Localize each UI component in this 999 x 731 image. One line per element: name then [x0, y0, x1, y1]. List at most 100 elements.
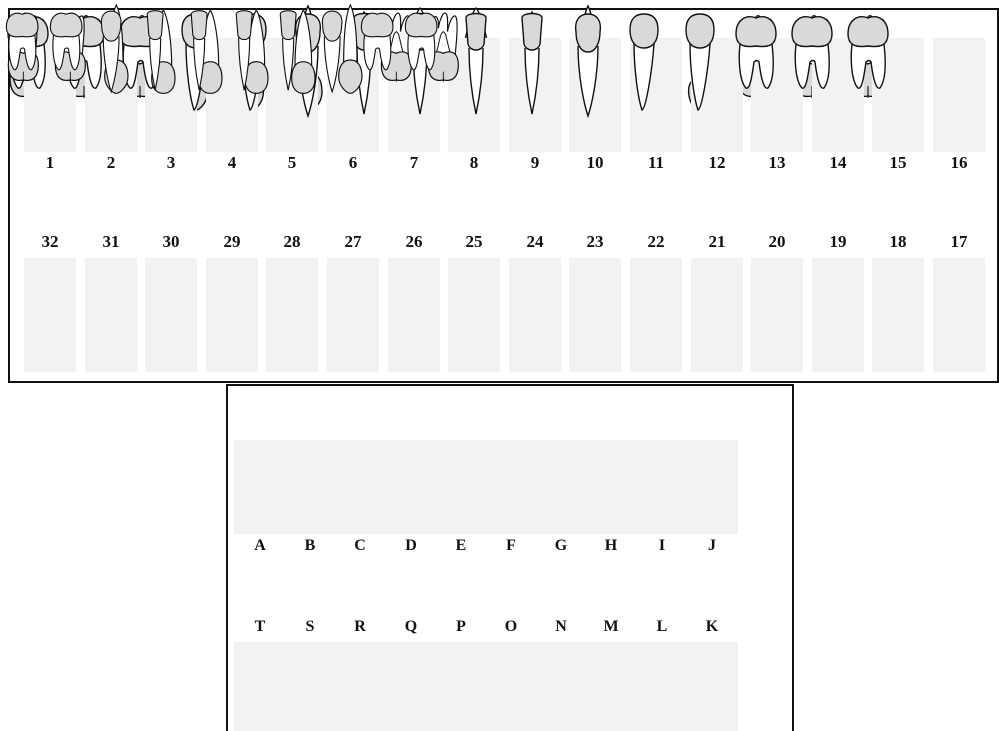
- upper-tooth-number-label: 12: [689, 153, 745, 173]
- primary-upper-tooth-tile: [686, 440, 738, 534]
- lower-tooth-number-label: 24: [507, 232, 563, 252]
- lower-tooth-tile: [872, 258, 924, 372]
- primary-upper-tooth-number-label: J: [684, 537, 740, 555]
- lower-tooth-number-label: 21: [689, 232, 745, 252]
- primary-upper-tooth-tile: [636, 440, 688, 534]
- lower-tooth-tile: [691, 258, 743, 372]
- primary-upper-tooth-tile: [435, 440, 487, 534]
- primary-lower-tooth-number-label: M: [583, 618, 639, 636]
- primary-upper-tooth-number-label: E: [433, 537, 489, 555]
- primary-lower-tooth-tile: [585, 642, 637, 731]
- primary-lower-tooth-s-illustration: [44, 0, 88, 95]
- lower-tooth-number-label: 20: [749, 232, 805, 252]
- lower-tooth-number-label: 29: [204, 232, 260, 252]
- lower-tooth-tile: [266, 258, 318, 372]
- primary-upper-tooth-number-label: H: [583, 537, 639, 555]
- primary-lower-tooth-tile: [334, 642, 386, 731]
- upper-tooth-number-label: 5: [264, 153, 320, 173]
- primary-upper-tooth-number-label: F: [483, 537, 539, 555]
- lower-tooth-tile: [630, 258, 682, 372]
- primary-lower-tooth-tile: [485, 642, 537, 731]
- primary-lower-tooth-number-label: T: [232, 618, 288, 636]
- primary-lower-tooth-tile: [636, 642, 688, 731]
- lower-tooth-number-label: 19: [810, 232, 866, 252]
- lower-tooth-18-illustration: [784, 0, 840, 120]
- upper-tooth-number-label: 13: [749, 153, 805, 173]
- primary-lower-tooth-number-label: N: [533, 618, 589, 636]
- primary-upper-tooth-tile: [284, 440, 336, 534]
- lower-tooth-tile: [85, 258, 137, 372]
- primary-lower-tooth-q-illustration: [133, 0, 177, 95]
- upper-tooth-number-label: 9: [507, 153, 563, 173]
- upper-tooth-number-label: 4: [204, 153, 260, 173]
- primary-lower-tooth-tile: [535, 642, 587, 731]
- primary-upper-tooth-number-label: B: [282, 537, 338, 555]
- upper-tooth-number-label: 2: [83, 153, 139, 173]
- lower-tooth-number-label: 17: [931, 232, 987, 252]
- primary-upper-tooth-tile: [385, 440, 437, 534]
- primary-lower-tooth-number-label: K: [684, 618, 740, 636]
- upper-tooth-number-label: 7: [386, 153, 442, 173]
- upper-tooth-number-label: 3: [143, 153, 199, 173]
- lower-tooth-tile: [448, 258, 500, 372]
- primary-upper-tooth-tile: [585, 440, 637, 534]
- primary-lower-tooth-number-label: R: [332, 618, 388, 636]
- lower-tooth-tile: [569, 258, 621, 372]
- primary-lower-tooth-r-illustration: [89, 0, 133, 95]
- primary-lower-tooth-m-illustration: [310, 0, 354, 95]
- primary-lower-tooth-number-label: Q: [383, 618, 439, 636]
- lower-tooth-number-label: 27: [325, 232, 381, 252]
- lower-tooth-22-illustration: [560, 0, 616, 120]
- lower-tooth-tile: [812, 258, 864, 372]
- primary-lower-tooth-p-illustration: [177, 0, 221, 95]
- lower-tooth-tile: [751, 258, 803, 372]
- upper-tooth-number-label: 6: [325, 153, 381, 173]
- primary-upper-tooth-number-label: C: [332, 537, 388, 555]
- lower-tooth-17-illustration: [840, 0, 896, 120]
- upper-tooth-number-label: 10: [567, 153, 623, 173]
- primary-upper-tooth-number-label: G: [533, 537, 589, 555]
- primary-lower-tooth-number-label: O: [483, 618, 539, 636]
- primary-lower-tooth-o-illustration: [222, 0, 266, 95]
- primary-upper-tooth-number-label: I: [634, 537, 690, 555]
- lower-tooth-19-illustration: [728, 0, 784, 120]
- primary-upper-tooth-tile: [234, 440, 286, 534]
- primary-lower-tooth-tile: [234, 642, 286, 731]
- primary-lower-tooth-number-label: S: [282, 618, 338, 636]
- lower-tooth-number-label: 30: [143, 232, 199, 252]
- lower-tooth-number-label: 26: [386, 232, 442, 252]
- upper-tooth-number-label: 8: [446, 153, 502, 173]
- primary-lower-tooth-tile: [385, 642, 437, 731]
- upper-tooth-number-label: 14: [810, 153, 866, 173]
- primary-lower-tooth-number-label: L: [634, 618, 690, 636]
- upper-tooth-number-label: 11: [628, 153, 684, 173]
- lower-tooth-tile: [933, 258, 985, 372]
- lower-tooth-number-label: 22: [628, 232, 684, 252]
- primary-lower-tooth-k-illustration: [399, 0, 443, 95]
- lower-tooth-20-illustration: [672, 0, 728, 120]
- primary-lower-tooth-l-illustration: [355, 0, 399, 95]
- lower-tooth-number-label: 25: [446, 232, 502, 252]
- primary-upper-tooth-tile: [485, 440, 537, 534]
- primary-lower-tooth-tile: [284, 642, 336, 731]
- lower-tooth-number-label: 32: [22, 232, 78, 252]
- lower-tooth-21-illustration: [616, 0, 672, 120]
- lower-tooth-tile: [145, 258, 197, 372]
- lower-tooth-number-label: 18: [870, 232, 926, 252]
- primary-upper-tooth-number-label: A: [232, 537, 288, 555]
- primary-upper-tooth-tile: [334, 440, 386, 534]
- primary-lower-tooth-tile: [435, 642, 487, 731]
- lower-tooth-23-illustration: [504, 0, 560, 120]
- lower-tooth-tile: [24, 258, 76, 372]
- lower-tooth-number-label: 31: [83, 232, 139, 252]
- lower-tooth-tile: [388, 258, 440, 372]
- lower-tooth-tile: [206, 258, 258, 372]
- upper-tooth-number-label: 15: [870, 153, 926, 173]
- primary-lower-tooth-number-label: P: [433, 618, 489, 636]
- upper-tooth-number-label: 16: [931, 153, 987, 173]
- lower-tooth-tile: [327, 258, 379, 372]
- lower-tooth-tile: [509, 258, 561, 372]
- upper-tooth-tile: [933, 38, 985, 152]
- primary-lower-tooth-t-illustration: [0, 0, 44, 95]
- primary-lower-tooth-n-illustration: [266, 0, 310, 95]
